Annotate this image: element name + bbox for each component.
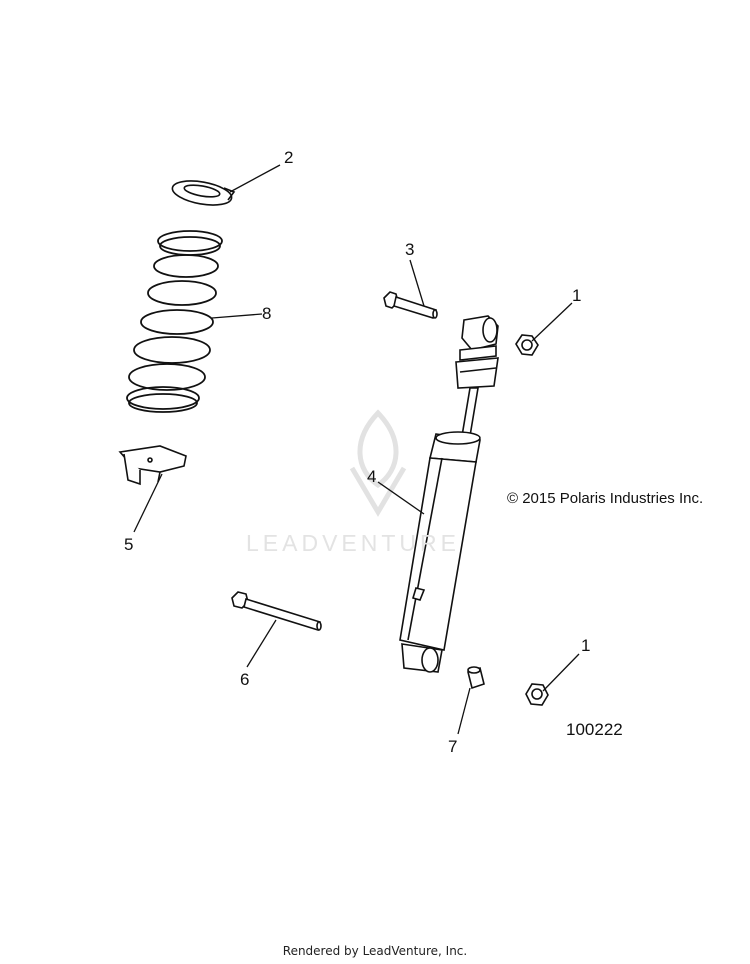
spring-retainer-part bbox=[171, 180, 236, 206]
drawing-number: 100222 bbox=[566, 720, 623, 739]
callout-8: 8 bbox=[262, 304, 271, 323]
callout-1-lower: 1 bbox=[581, 636, 590, 655]
callout-6: 6 bbox=[240, 670, 249, 689]
callout-5: 5 bbox=[124, 535, 133, 554]
shock-absorber-part bbox=[399, 315, 499, 673]
watermark-logo bbox=[349, 409, 407, 517]
callout-4: 4 bbox=[367, 467, 376, 486]
bushing-part bbox=[467, 666, 485, 690]
watermark-text: LEADVENTURE bbox=[246, 530, 460, 556]
copyright-notice: © 2015 Polaris Industries Inc. bbox=[507, 490, 704, 507]
callout-3: 3 bbox=[405, 240, 414, 259]
leader-lines bbox=[133, 164, 580, 735]
lower-nut-part bbox=[525, 683, 549, 706]
callout-7: 7 bbox=[448, 737, 457, 756]
coil-spring-part bbox=[126, 230, 223, 413]
render-credit-footer: Rendered by LeadVenture, Inc. bbox=[282, 944, 468, 958]
upper-bolt-part bbox=[383, 291, 438, 319]
callout-1-upper: 1 bbox=[572, 286, 581, 305]
lower-bolt-part bbox=[231, 591, 322, 632]
lower-spring-seat-part bbox=[118, 445, 187, 486]
callout-2: 2 bbox=[284, 148, 293, 167]
upper-nut-part bbox=[515, 334, 539, 356]
